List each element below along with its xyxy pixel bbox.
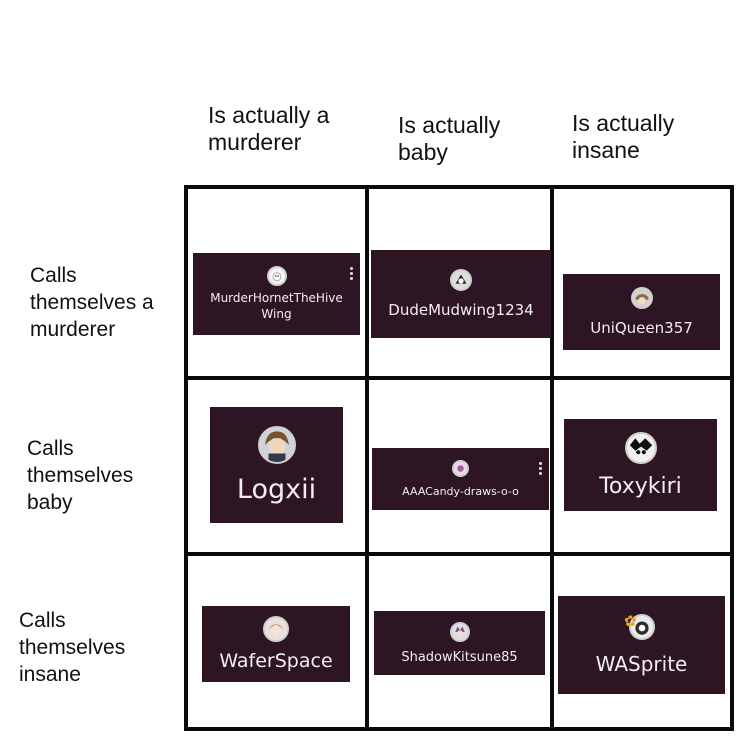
anime-avatar-icon — [630, 287, 653, 309]
user-card[interactable]: AAACandy-draws-o-o — [372, 448, 549, 510]
character-avatar-icon — [449, 621, 470, 642]
grid-divider-horizontal — [184, 376, 734, 380]
row-header-baby: Calls themselves baby — [27, 437, 134, 514]
user-card[interactable]: WaferSpace — [202, 606, 350, 682]
user-card[interactable]: ShadowKitsune85 — [374, 611, 545, 675]
username: AAACandy-draws-o-o — [402, 485, 519, 498]
alignment-grid — [184, 185, 734, 731]
user-card[interactable]: DudeMudwing1234 — [371, 250, 551, 338]
user-card[interactable]: Toxykiri — [564, 419, 717, 511]
flower-avatar-icon — [628, 614, 655, 640]
light-anime-avatar-icon — [263, 616, 289, 642]
user-card[interactable]: UniQueen357 — [563, 274, 720, 350]
pink-avatar-icon — [452, 460, 469, 477]
row-header-insane: Calls themselves insane — [19, 609, 126, 686]
username: Toxykiri — [599, 473, 682, 499]
username: ShadowKitsune85 — [401, 649, 518, 665]
dark-sketch-avatar-icon — [450, 269, 472, 291]
user-card[interactable]: ✿ WASprite — [558, 596, 725, 694]
user-card[interactable]: MurderHornetTheHive Wing — [193, 253, 360, 335]
username: UniQueen357 — [590, 319, 693, 337]
user-card[interactable]: Logxii — [210, 407, 343, 523]
grid-divider-horizontal — [184, 552, 734, 556]
username: Logxii — [236, 473, 317, 505]
more-options-icon[interactable] — [539, 462, 542, 475]
flower-icon: ✿ — [624, 612, 637, 630]
row-header-murderer: Calls themselves a murderer — [30, 264, 154, 341]
column-header-murderer: Is actually a murderer — [208, 102, 330, 155]
column-header-baby: Is actually baby — [398, 112, 501, 165]
grid-divider-vertical — [550, 185, 554, 731]
username: WaferSpace — [219, 650, 333, 672]
username: WASprite — [595, 652, 688, 676]
username: DudeMudwing1234 — [388, 301, 534, 319]
white-cartoon-avatar-icon — [266, 266, 287, 286]
username: MurderHornetTheHive Wing — [210, 291, 343, 321]
grid-divider-vertical — [365, 185, 369, 731]
black-white-avatar-icon — [624, 431, 657, 464]
column-header-insane: Is actually insane — [572, 110, 675, 163]
brown-hair-character-avatar-icon — [257, 425, 296, 464]
more-options-icon[interactable] — [350, 267, 353, 280]
